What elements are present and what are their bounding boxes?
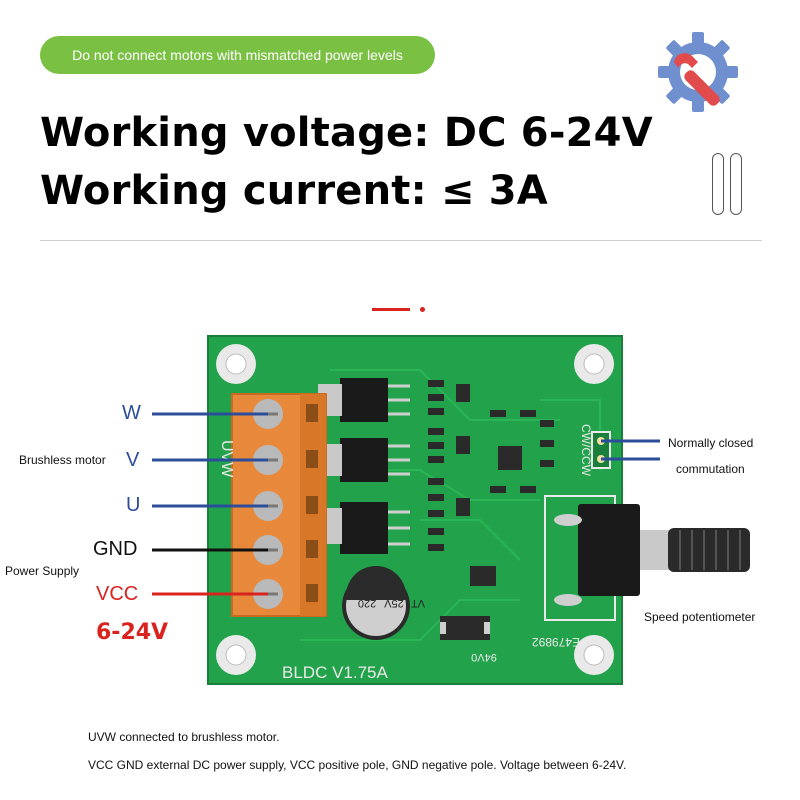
decorative-bar-left [712, 153, 724, 215]
pin-label-gnd: GND [93, 538, 138, 560]
normally-closed-label: Normally closed [668, 436, 754, 450]
section-divider [40, 240, 762, 241]
cw-ccw-silk: CW/CCW [579, 424, 593, 477]
pin-label-vcc: VCC [96, 583, 139, 605]
power-supply-label: Power Supply [5, 564, 80, 578]
accent-dash [372, 308, 410, 311]
note-uvw: UVW connected to brushless motor. [88, 730, 280, 744]
pin-label-w: W [122, 402, 141, 424]
cert-number: E479892 [532, 635, 580, 649]
capacitor-value: 220 [358, 597, 376, 609]
mounting-holes [216, 344, 614, 675]
commutation-label: commutation [676, 462, 745, 476]
warning-banner: Do not connect motors with mismatched po… [40, 36, 435, 74]
brushless-motor-label: Brushless motor [19, 453, 106, 467]
capacitor-voltage: 25V [384, 597, 404, 609]
capacitor-type: VT [411, 597, 425, 609]
note-power: VCC GND external DC power supply, VCC po… [88, 758, 627, 772]
settings-wrench-icon [658, 32, 738, 112]
working-voltage-heading: Working voltage: DC 6-24V [40, 110, 653, 156]
accent-dot [420, 307, 425, 312]
pin-label-v: V [126, 449, 140, 471]
voltage-range-label: 6-24V [96, 620, 169, 645]
decorative-bar-right [730, 153, 742, 215]
speed-potentiometer-label: Speed potentiometer [644, 610, 756, 624]
working-current-heading: Working current: ≤ 3A [40, 168, 548, 214]
pin-label-u: U [126, 494, 141, 516]
flammability-rating: 94V0 [471, 651, 497, 663]
board-model: BLDC V1.75A [282, 663, 388, 682]
